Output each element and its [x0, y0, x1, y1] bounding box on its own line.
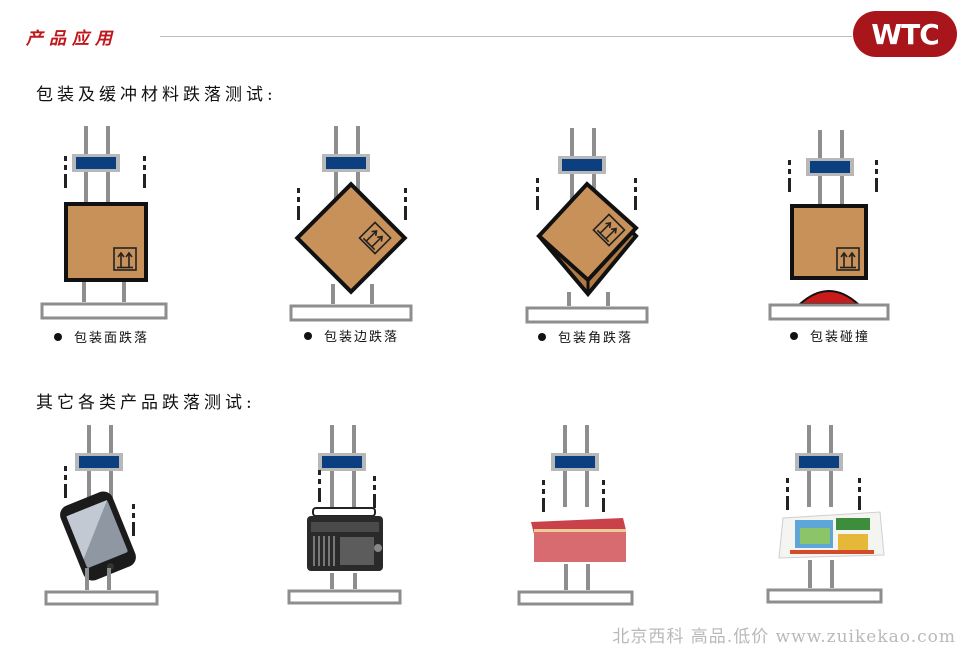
phone-drop-rig [44, 425, 159, 606]
bullet-icon [54, 333, 62, 341]
book-drop-rig [517, 425, 634, 606]
package-box [536, 181, 639, 283]
caption-text: 包装碰撞 [810, 330, 871, 345]
bullet-icon [304, 332, 312, 340]
face-drop-rig [40, 126, 168, 320]
watermark: 北京西科 高品.低价 www.zuikekao.com [612, 627, 956, 647]
caption-text: 包装面跌落 [74, 331, 150, 346]
section-title-packaging: 包装及缓冲材料跌落测试: [36, 85, 277, 105]
bullet-icon [790, 332, 798, 340]
bullet-icon [538, 333, 546, 341]
logo-text: WTC [871, 17, 940, 51]
bump-test-rig [768, 130, 890, 321]
header-title: 产品应用 [26, 29, 118, 49]
package-box [64, 202, 148, 282]
caption-corner-drop: 包装角跌落 [538, 327, 633, 346]
package-box [790, 204, 868, 280]
book-icon [531, 518, 626, 562]
radio-icon [307, 507, 383, 571]
bump-dome [797, 290, 861, 305]
edge-drop-rig [289, 126, 413, 322]
brand-logo: WTC [853, 11, 957, 57]
header-divider [160, 36, 852, 37]
caption-face-drop: 包装面跌落 [54, 327, 149, 346]
corner-drop-rig [525, 128, 649, 324]
section-title-products: 其它各类产品跌落测试: [36, 393, 256, 413]
phone-icon [60, 491, 136, 581]
rice-bag-icon [778, 511, 885, 559]
caption-text: 包装角跌落 [558, 331, 634, 346]
rice-bag-drop-rig [766, 425, 885, 604]
caption-bump: 包装碰撞 [790, 326, 870, 345]
package-box [294, 181, 408, 295]
caption-text: 包装边跌落 [324, 330, 400, 345]
caption-edge-drop: 包装边跌落 [304, 326, 399, 345]
radio-drop-rig [287, 425, 402, 605]
